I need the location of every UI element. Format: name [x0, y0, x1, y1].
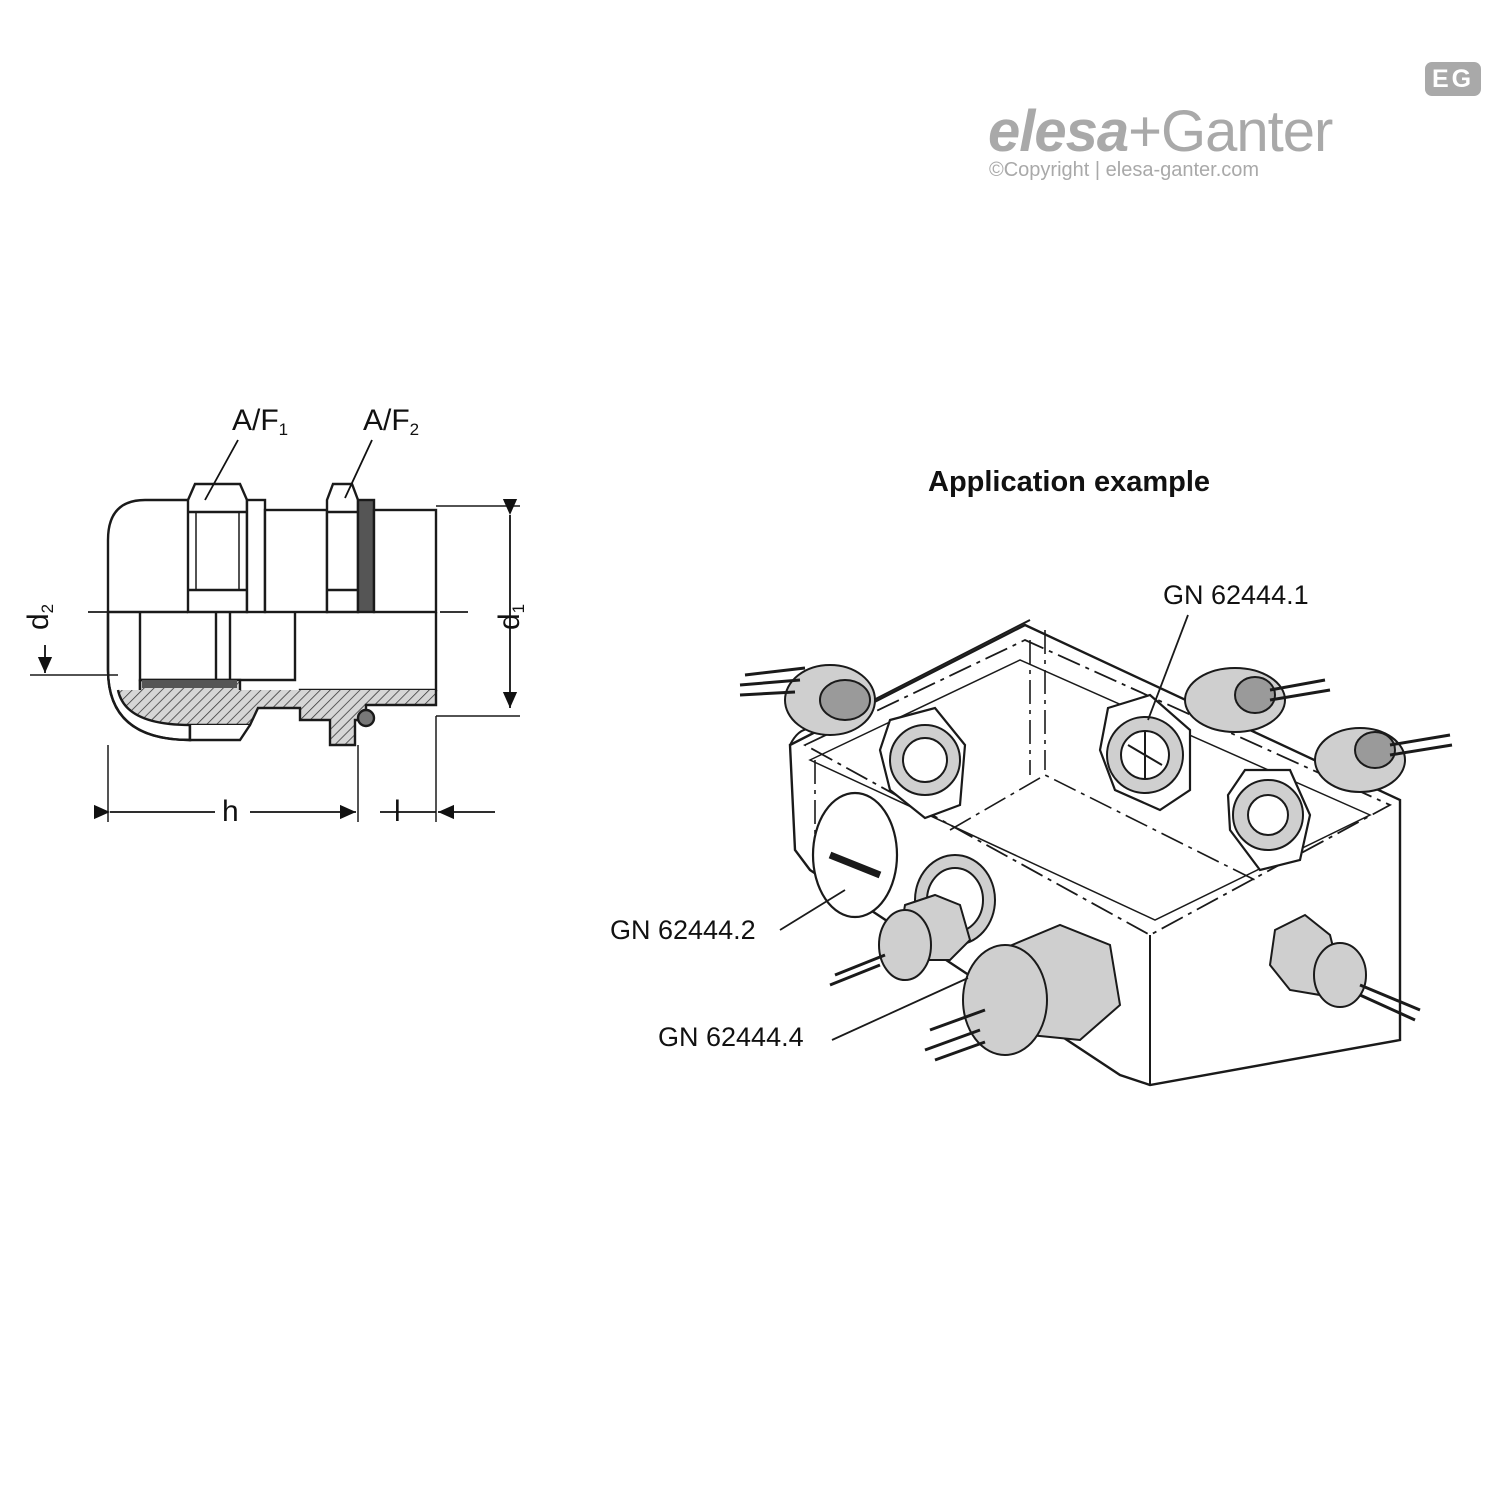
gn1-leader	[1147, 614, 1189, 721]
elesa-ganter-logo: EG elesa+Ganter ©Copyright | elesa-gante…	[985, 60, 1490, 190]
gland-inner-left	[878, 706, 967, 820]
brand-plus: +	[1128, 99, 1162, 164]
thread-section	[372, 508, 438, 614]
back-gland-left	[739, 664, 876, 736]
junction-box-drawing	[739, 614, 1453, 1087]
hex-nut-1	[186, 482, 249, 614]
copyright-line: ©Copyright | elesa-ganter.com	[989, 159, 1260, 181]
gland-body	[263, 508, 329, 614]
back-gland-right-2	[1314, 727, 1453, 793]
callout-gn-62444-2: GN 62444.2	[610, 915, 756, 945]
gland-small-side	[1268, 913, 1421, 1022]
callout-gn-62444-1: GN 62444.1	[1163, 580, 1309, 610]
af2-label: A/F2	[363, 404, 420, 439]
brand-ganter: Ganter	[1161, 99, 1333, 164]
gland-small-front	[829, 893, 972, 987]
l-label: l	[394, 795, 401, 828]
gn4-leader	[831, 977, 969, 1041]
gland-inner-right	[1226, 768, 1312, 872]
blanking-plug	[811, 791, 899, 919]
gland-gn-62444-4	[914, 854, 1122, 1062]
eg-badge-icon: EG	[1425, 62, 1481, 96]
d1-label: d1	[493, 603, 528, 630]
application-title: Application example	[928, 466, 1211, 498]
af2-leader	[344, 439, 373, 499]
callout-gn-62444-4: GN 62444.4	[658, 1022, 804, 1052]
af1-label: A/F1	[232, 404, 289, 439]
back-gland-right-1	[1184, 667, 1331, 733]
gland-gn-62444-1	[1098, 693, 1192, 812]
gn2-leader	[779, 889, 846, 931]
d2-label: d2	[22, 603, 57, 630]
hex-nut-2	[325, 482, 360, 614]
af1-leader	[204, 439, 239, 501]
brand-wordmark: elesa+Ganter	[988, 99, 1333, 164]
h-label: h	[222, 795, 239, 828]
brand-elesa: elesa	[988, 99, 1129, 164]
